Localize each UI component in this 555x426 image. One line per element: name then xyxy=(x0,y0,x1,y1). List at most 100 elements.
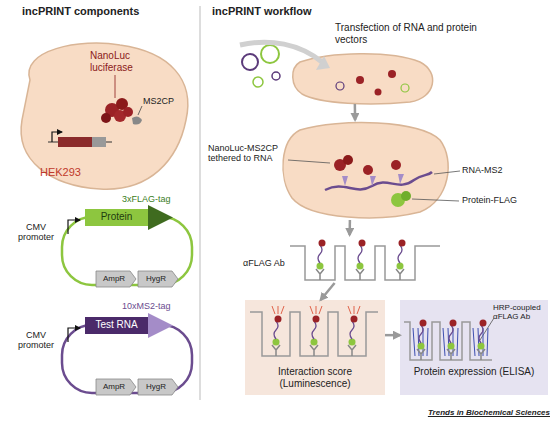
divider xyxy=(200,6,201,400)
protein-plasmid xyxy=(148,205,173,230)
luminescence-wells xyxy=(351,316,358,323)
elisa-wells-content xyxy=(479,325,483,343)
luminescence-wells xyxy=(278,306,279,314)
capture-step: αFLAG Ab xyxy=(240,235,455,283)
label-text: Protein xyxy=(85,211,148,223)
workflow-arrow xyxy=(354,104,357,120)
transfection-cell xyxy=(356,76,364,84)
elisa-wells-content xyxy=(447,349,455,360)
lum-wells xyxy=(250,312,378,356)
label-text: αFLAG Ab xyxy=(243,258,289,268)
luminescence-wells xyxy=(272,306,275,314)
workflow-arrow xyxy=(321,283,335,300)
rna-plasmid xyxy=(62,313,192,395)
elisa-wells-content xyxy=(448,343,455,350)
plasmid-panel: Test RNA10xMS2-tagCMV promoterAmpRHygR xyxy=(10,300,196,398)
tethered-cell xyxy=(342,174,404,186)
elisa-wells-content xyxy=(420,320,427,327)
luminescence-panel xyxy=(245,300,385,395)
transfection-cell xyxy=(375,89,382,96)
transfection-cell xyxy=(272,72,280,80)
rna-plasmid xyxy=(148,313,173,338)
well-contents xyxy=(316,240,406,281)
elisa-panel xyxy=(400,300,548,395)
label-text: Interaction score (Luminescence) xyxy=(245,366,385,389)
well-contents xyxy=(397,263,404,270)
luminescence-wells xyxy=(272,345,280,356)
tethered-cell xyxy=(412,199,459,201)
tethered-cell xyxy=(283,123,448,218)
label-text: HRP-coupled αFLAG Ab xyxy=(493,303,547,321)
hek-cell xyxy=(52,132,62,142)
luminescence-wells xyxy=(272,306,360,356)
tethered-cell xyxy=(325,172,432,190)
label-text: 3xFLAG-tag xyxy=(122,194,194,204)
well-contents xyxy=(359,240,366,247)
luminescence-wells xyxy=(357,306,360,314)
tethered-cell xyxy=(434,171,460,174)
luminescence-wells xyxy=(354,306,355,314)
rna-plasmid xyxy=(68,328,80,342)
transfection-cell xyxy=(261,45,279,63)
elisa-wells-content xyxy=(417,349,425,360)
transfection-cell xyxy=(293,54,433,104)
transfection-cell xyxy=(253,77,263,87)
label-text: HygR xyxy=(138,274,174,283)
luminescence-wells xyxy=(350,321,354,339)
label-text: Transfection of RNA and protein vectors xyxy=(335,22,485,45)
transfection-cell xyxy=(336,82,344,90)
transfection-cell xyxy=(316,56,330,70)
well-contents xyxy=(399,240,406,247)
elisa-wells-content xyxy=(419,325,423,343)
well-contents xyxy=(357,263,364,270)
transfection-cell xyxy=(388,70,396,78)
label-text: HEK293 xyxy=(40,166,100,179)
luminescence-readout: Interaction score (Luminescence) xyxy=(245,300,385,395)
tethering-step: NanoLuc-MS2CP tethered to RNARNA-MS2Prot… xyxy=(205,120,550,220)
tethered-cell xyxy=(343,155,353,165)
luminescence-wells xyxy=(316,306,317,314)
elisa-readout: Protein expression (ELISA) HRP-coupled αF… xyxy=(400,300,548,395)
transfection-cell xyxy=(240,42,322,62)
label-text: incPRINT workflow xyxy=(212,5,382,18)
luminescence-wells xyxy=(275,316,282,323)
hek-cell xyxy=(138,106,142,115)
label-text: AmpR xyxy=(96,274,132,283)
label-text: Protein expression (ELISA) xyxy=(400,366,548,378)
plate-wells xyxy=(290,246,440,280)
elisa-wells-content xyxy=(477,349,485,360)
elisa-wells-content xyxy=(450,320,457,327)
protein-plasmid xyxy=(138,271,178,287)
hek-cell xyxy=(21,43,188,189)
protein-plasmid xyxy=(96,271,136,287)
label-text: Test RNA xyxy=(85,319,148,331)
hek-cell xyxy=(115,75,116,98)
luminescence-wells xyxy=(274,321,278,339)
protein-plasmid xyxy=(62,205,192,287)
transfection-cell xyxy=(401,84,409,92)
well-contents xyxy=(358,245,362,263)
label-text: NanoLuc luciferase xyxy=(90,50,150,73)
tethered-cell xyxy=(363,165,373,175)
workflow-arrow xyxy=(385,334,400,337)
label-text: Protein-FLAG xyxy=(462,195,542,205)
elisa-wells-content xyxy=(487,328,488,356)
elisa-wells-content xyxy=(443,328,445,356)
well-contents xyxy=(318,245,322,263)
well-contents xyxy=(319,240,326,247)
tethered-cell xyxy=(401,191,411,201)
transfection-step: Transfection of RNA and protein vectors xyxy=(210,22,550,104)
luminescence-wells xyxy=(310,345,318,356)
luminescence-wells xyxy=(349,339,356,346)
label-text: MS2CP xyxy=(143,96,185,106)
elisa-wells xyxy=(404,322,492,360)
tethered-cell xyxy=(283,123,460,218)
label-text: Trends in Biochemical Sciences xyxy=(395,408,550,417)
label-text: NanoLuc-MS2CP tethered to RNA xyxy=(208,143,288,164)
elisa-wells-content xyxy=(413,320,488,361)
luminescence-wells xyxy=(319,306,322,314)
well-contents xyxy=(316,269,324,280)
label-text: AmpR xyxy=(96,382,132,391)
